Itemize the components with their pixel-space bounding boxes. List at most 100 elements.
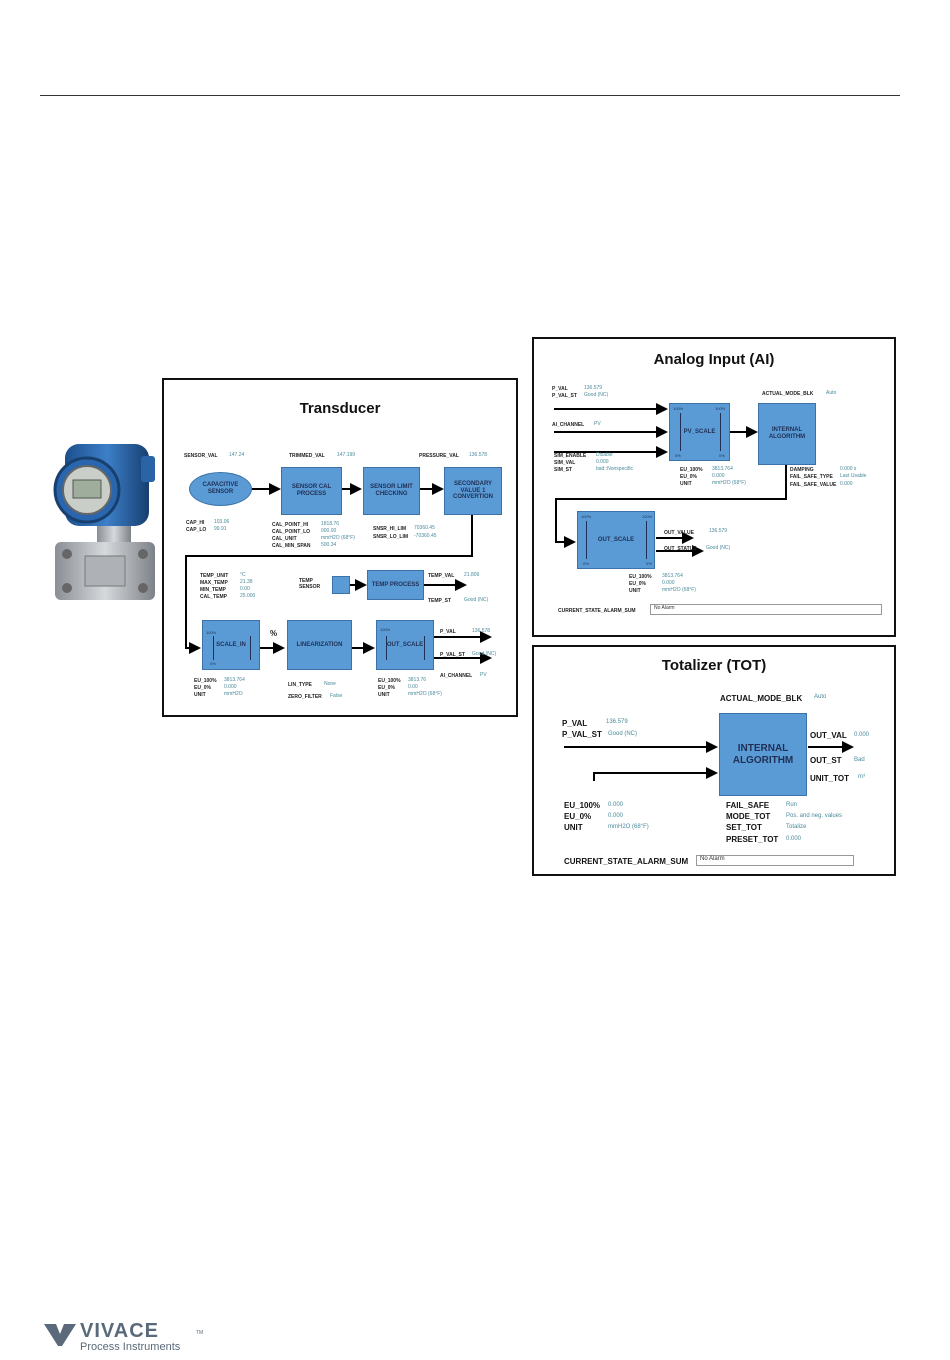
sensor-hi-lim-label: SNSR_HI_LIM <box>373 526 407 532</box>
pv-scale-100-right: 100% <box>715 406 726 411</box>
mode-tot-label: MODE_TOT <box>726 812 771 821</box>
out-val-label: OUT_VAL <box>810 731 847 740</box>
tr-p-val-st-value: Good (NC) <box>472 651 497 657</box>
max-temp-label: MAX_TEMP <box>200 580 228 586</box>
sim-st-label: SIM_ST <box>554 467 573 473</box>
fail-safe-value-value: 0.000 <box>840 481 853 487</box>
eu-0-pv-value: 0.000 <box>712 473 725 479</box>
ai-channel-value: PV <box>594 421 601 427</box>
out-status-value: Good (NC) <box>706 545 731 551</box>
sim-val-label: SIM_VAL <box>554 460 576 466</box>
sensor-lo-lim-value: -70360.45 <box>414 533 437 539</box>
ai-channel-label: AI_CHANNEL <box>552 422 585 428</box>
temp-sensor-block <box>332 576 350 594</box>
out-st-label: OUT_ST <box>810 756 842 765</box>
logo-subtitle: Process Instruments <box>80 1341 181 1353</box>
sensor-val-label: SENSOR_VAL <box>184 453 218 459</box>
temp-sensor-label: TEMP SENSOR <box>299 578 321 590</box>
tot-wires <box>564 741 854 781</box>
ai-p-val-value: 136.579 <box>584 385 603 391</box>
fail-safe-type-value: Last Usable <box>840 473 867 479</box>
ai-out-scale-label: OUT_SCALE <box>597 536 635 543</box>
fail-safe-type-label: FAIL_SAFE_TYPE <box>790 474 833 480</box>
tot-eu-100-label: EU_100% <box>564 801 601 810</box>
tot-eu-0-label: EU_0% <box>564 812 592 821</box>
unit-pv-label: UNIT <box>680 481 692 487</box>
eu-100-in-label: EU_100% <box>194 678 217 684</box>
cap-lo-label: CAP_LO <box>186 527 207 533</box>
cap-lo-value: 99.91 <box>214 526 227 532</box>
logo-wordmark: VIVACE <box>80 1320 159 1342</box>
tot-p-val-value: 136.579 <box>606 719 628 725</box>
eu-0-in-label: EU_0% <box>194 685 211 691</box>
trimmed-val-value: 147.199 <box>337 452 356 458</box>
sensor-hi-lim-value: 70360.45 <box>414 525 435 531</box>
ai-actual-mode-value: Auto <box>826 390 837 396</box>
tot-p-val-st-value: Good (NC) <box>608 731 638 737</box>
out-status-label: OUT_STATUS <box>664 546 697 552</box>
ai-out-scale-block: OUT_SCALE <box>577 511 655 569</box>
tot-p-val-st-label: P_VAL_ST <box>562 730 602 739</box>
cap-hi-value: 103.06 <box>214 519 230 525</box>
tot-title: Totalizer (TOT) <box>661 657 767 674</box>
capacitive-sensor-block: CAPACITIVE SENSOR <box>189 472 252 506</box>
max-temp-value: 21.38 <box>240 579 253 585</box>
preset-tot-label: PRESET_TOT <box>726 835 779 844</box>
cal-point-hi-value: 1818.76 <box>321 521 340 527</box>
cal-point-lo-label: CAL_POINT_LO <box>272 529 311 535</box>
temp-unit-label: TEMP_UNIT <box>200 573 229 579</box>
pv-scale-block: PV_SCALE <box>669 403 730 461</box>
pv-scale-label: PV_SCALE <box>683 428 716 435</box>
temp-st-value: Good (NC) <box>464 597 489 603</box>
unit-tot-value: m³ <box>858 774 865 780</box>
zero-filter-value: False <box>330 693 343 699</box>
pressure-val-label: PRESSURE_VAL <box>419 453 459 459</box>
unit-out-label: UNIT <box>378 692 390 698</box>
sensor-lo-lim-label: SNSR_LO_LIM <box>373 534 409 540</box>
mode-tot-value: Pos. and neg. values <box>786 813 843 819</box>
cal-point-lo-value: 000.00 <box>321 528 337 534</box>
pressure-transmitter-image <box>53 444 155 600</box>
eu-100-out-label: EU_100% <box>378 678 401 684</box>
ai-eu-100-out-label: EU_100% <box>629 574 652 580</box>
cal-unit-label: CAL_UNIT <box>272 536 297 542</box>
cal-min-span-value: 500.34 <box>321 542 337 548</box>
tot-eu-0-value: 0.000 <box>608 813 624 819</box>
temp-st-label: TEMP_ST <box>428 598 452 604</box>
ai-internal-algorithm-block: INTERNAL ALGORITHM <box>758 403 816 465</box>
tr-p-val-label: P_VAL <box>440 629 456 635</box>
tot-p-val-label: P_VAL <box>562 719 588 728</box>
eu-0-in-value: 0.000 <box>224 684 237 690</box>
sensor-cal-process-block: SENSOR CAL PROCESS <box>281 467 342 515</box>
temp-process-block: TEMP PROCESS <box>367 570 424 600</box>
tot-alarm-field: No Alarm <box>696 855 854 866</box>
cal-unit-value: mmH2O (68°F) <box>321 535 355 541</box>
eu-100-pv-value: 3813.764 <box>712 466 733 472</box>
out-value-value: 136.579 <box>709 528 728 534</box>
ai-p-val-label: P_VAL <box>552 386 568 392</box>
totalizer-panel: Totalizer (TOT) ACTUAL_MODE_BLK Auto P_V… <box>532 645 896 876</box>
ai-eu-0-out-value: 0.000 <box>662 580 675 586</box>
eu-100-pv-label: EU_100% <box>680 467 703 473</box>
eu-0-pv-label: EU_0% <box>680 474 697 480</box>
tot-eu-100-value: 0.000 <box>608 802 624 808</box>
set-tot-label: SET_TOT <box>726 823 762 832</box>
tot-alarm-label: CURRENT_STATE_ALARM_SUM <box>564 857 689 866</box>
ai-eu-100-out-value: 3813.764 <box>662 573 683 579</box>
tot-actual-mode-label: ACTUAL_MODE_BLK <box>720 694 803 703</box>
ai-channel-label: AI_CHANNEL <box>440 673 473 679</box>
tr-p-val-value: 136.578 <box>472 628 491 634</box>
ai-unit-out-label: UNIT <box>629 588 641 594</box>
ai-out-scale-100-left: 100% <box>581 514 592 519</box>
zero-filter-label: ZERO_FILTER <box>288 694 322 700</box>
out-scale-label: OUT_SCALE <box>386 641 424 648</box>
sim-enable-label: SIM_ENABLE <box>554 453 587 459</box>
sim-val-value: 0.000 <box>596 459 609 465</box>
temp-val-label: TEMP_VAL <box>428 573 455 579</box>
logo-tm: TM <box>196 1330 204 1336</box>
fail-safe-value-label: FAIL_SAFE_VALUE <box>790 482 837 488</box>
lin-type-label: LIN_TYPE <box>288 682 312 688</box>
tr-p-val-st-label: P_VAL_ST <box>440 652 465 658</box>
sensor-val-value: 147.24 <box>229 452 245 458</box>
vivace-chevron-icon <box>44 1324 76 1346</box>
